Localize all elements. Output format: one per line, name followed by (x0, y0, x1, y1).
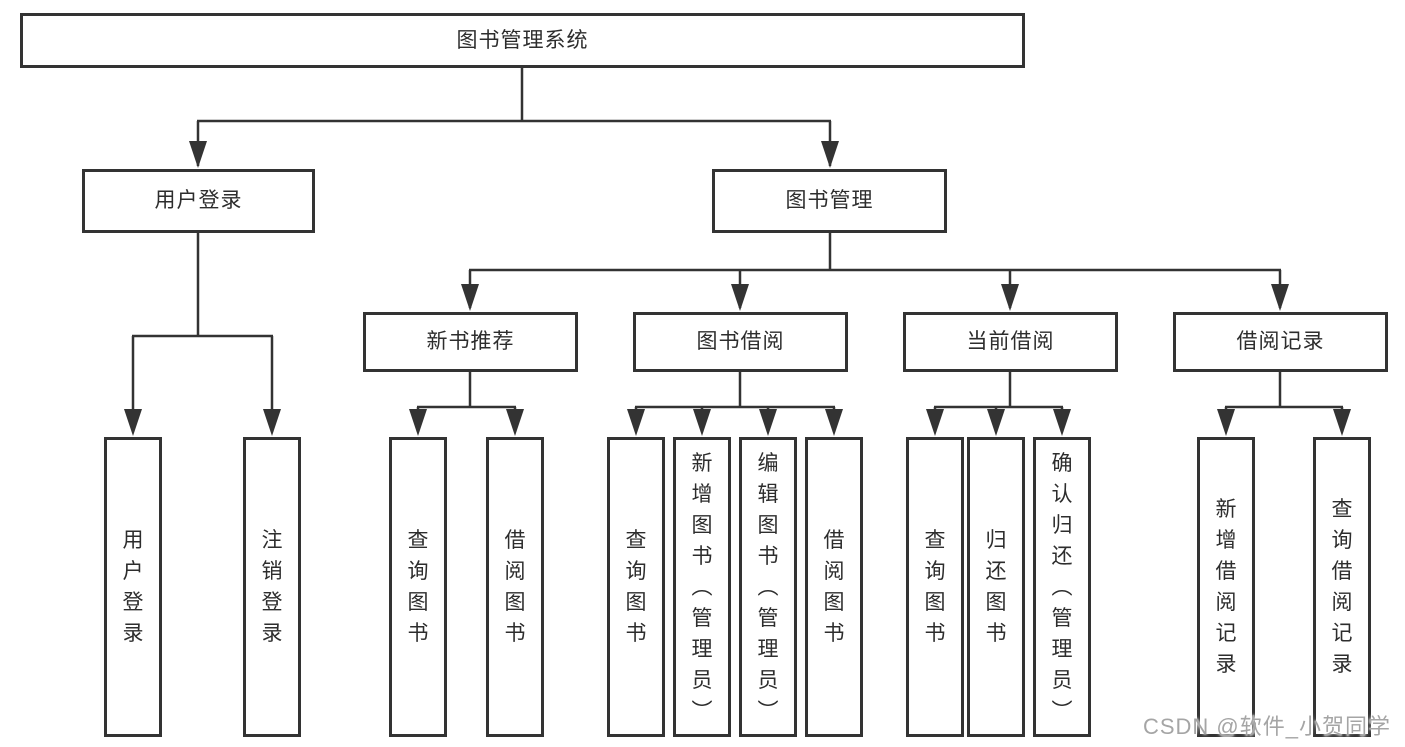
node-borrow-records: 借阅记录 (1173, 312, 1388, 372)
leaf-edit-book-admin: 编辑图书︵管理员︶ (739, 437, 797, 737)
node-book-management: 图书管理 (712, 169, 947, 233)
node-label: 查询图书 (625, 529, 647, 645)
leaf-query-borrow-record: 查询借阅记录 (1313, 437, 1371, 737)
leaf-add-borrow-record: 新增借阅记录 (1197, 437, 1255, 737)
csdn-watermark: CSDN @软件_小贺同学 (1142, 714, 1391, 739)
leaf-query-books-recommend: 查询图书 (389, 437, 447, 737)
node-label: 用户登录 (154, 189, 243, 213)
leaf-query-books-borrow: 查询图书 (607, 437, 665, 737)
node-label: 当前借阅 (966, 330, 1055, 354)
node-label: 新增借阅记录 (1215, 498, 1237, 676)
node-label: 图书管理系统 (456, 28, 589, 52)
node-current-borrow: 当前借阅 (903, 312, 1118, 372)
leaf-confirm-return-admin: 确认归还︵管理员︶ (1033, 437, 1091, 737)
leaf-user-login: 用户登录 (104, 437, 162, 737)
node-label: 借阅图书 (823, 529, 845, 645)
node-label: 用户登录 (122, 529, 144, 645)
node-label: 查询图书 (924, 529, 946, 645)
node-label: 图书管理 (785, 189, 874, 213)
leaf-borrow-books: 借阅图书 (805, 437, 863, 737)
leaf-add-book-admin: 新增图书︵管理员︶ (673, 437, 731, 737)
node-label: 借阅图书 (504, 529, 526, 645)
node-label: 借阅记录 (1236, 330, 1325, 354)
node-label: 查询图书 (407, 529, 429, 645)
node-book-borrow: 图书借阅 (633, 312, 848, 372)
leaf-logout: 注销登录 (243, 437, 301, 737)
leaf-query-books-current: 查询图书 (906, 437, 964, 737)
node-label: 确认归还︵管理员︶ (1051, 451, 1073, 723)
node-label: 新书推荐 (426, 330, 515, 354)
node-label: 编辑图书︵管理员︶ (757, 451, 779, 723)
node-user-login: 用户登录 (82, 169, 315, 233)
node-label: 归还图书 (985, 529, 1007, 645)
node-label: 新增图书︵管理员︶ (691, 451, 713, 723)
node-label: 注销登录 (261, 529, 283, 645)
leaf-borrow-books-recommend: 借阅图书 (486, 437, 544, 737)
connector-paths (131, 68, 1344, 432)
node-label: 查询借阅记录 (1331, 498, 1353, 676)
node-root: 图书管理系统 (20, 13, 1025, 68)
leaf-return-book: 归还图书 (967, 437, 1025, 737)
node-new-book-recommend: 新书推荐 (363, 312, 578, 372)
node-label: 图书借阅 (696, 330, 785, 354)
arrowheads (124, 141, 1351, 436)
